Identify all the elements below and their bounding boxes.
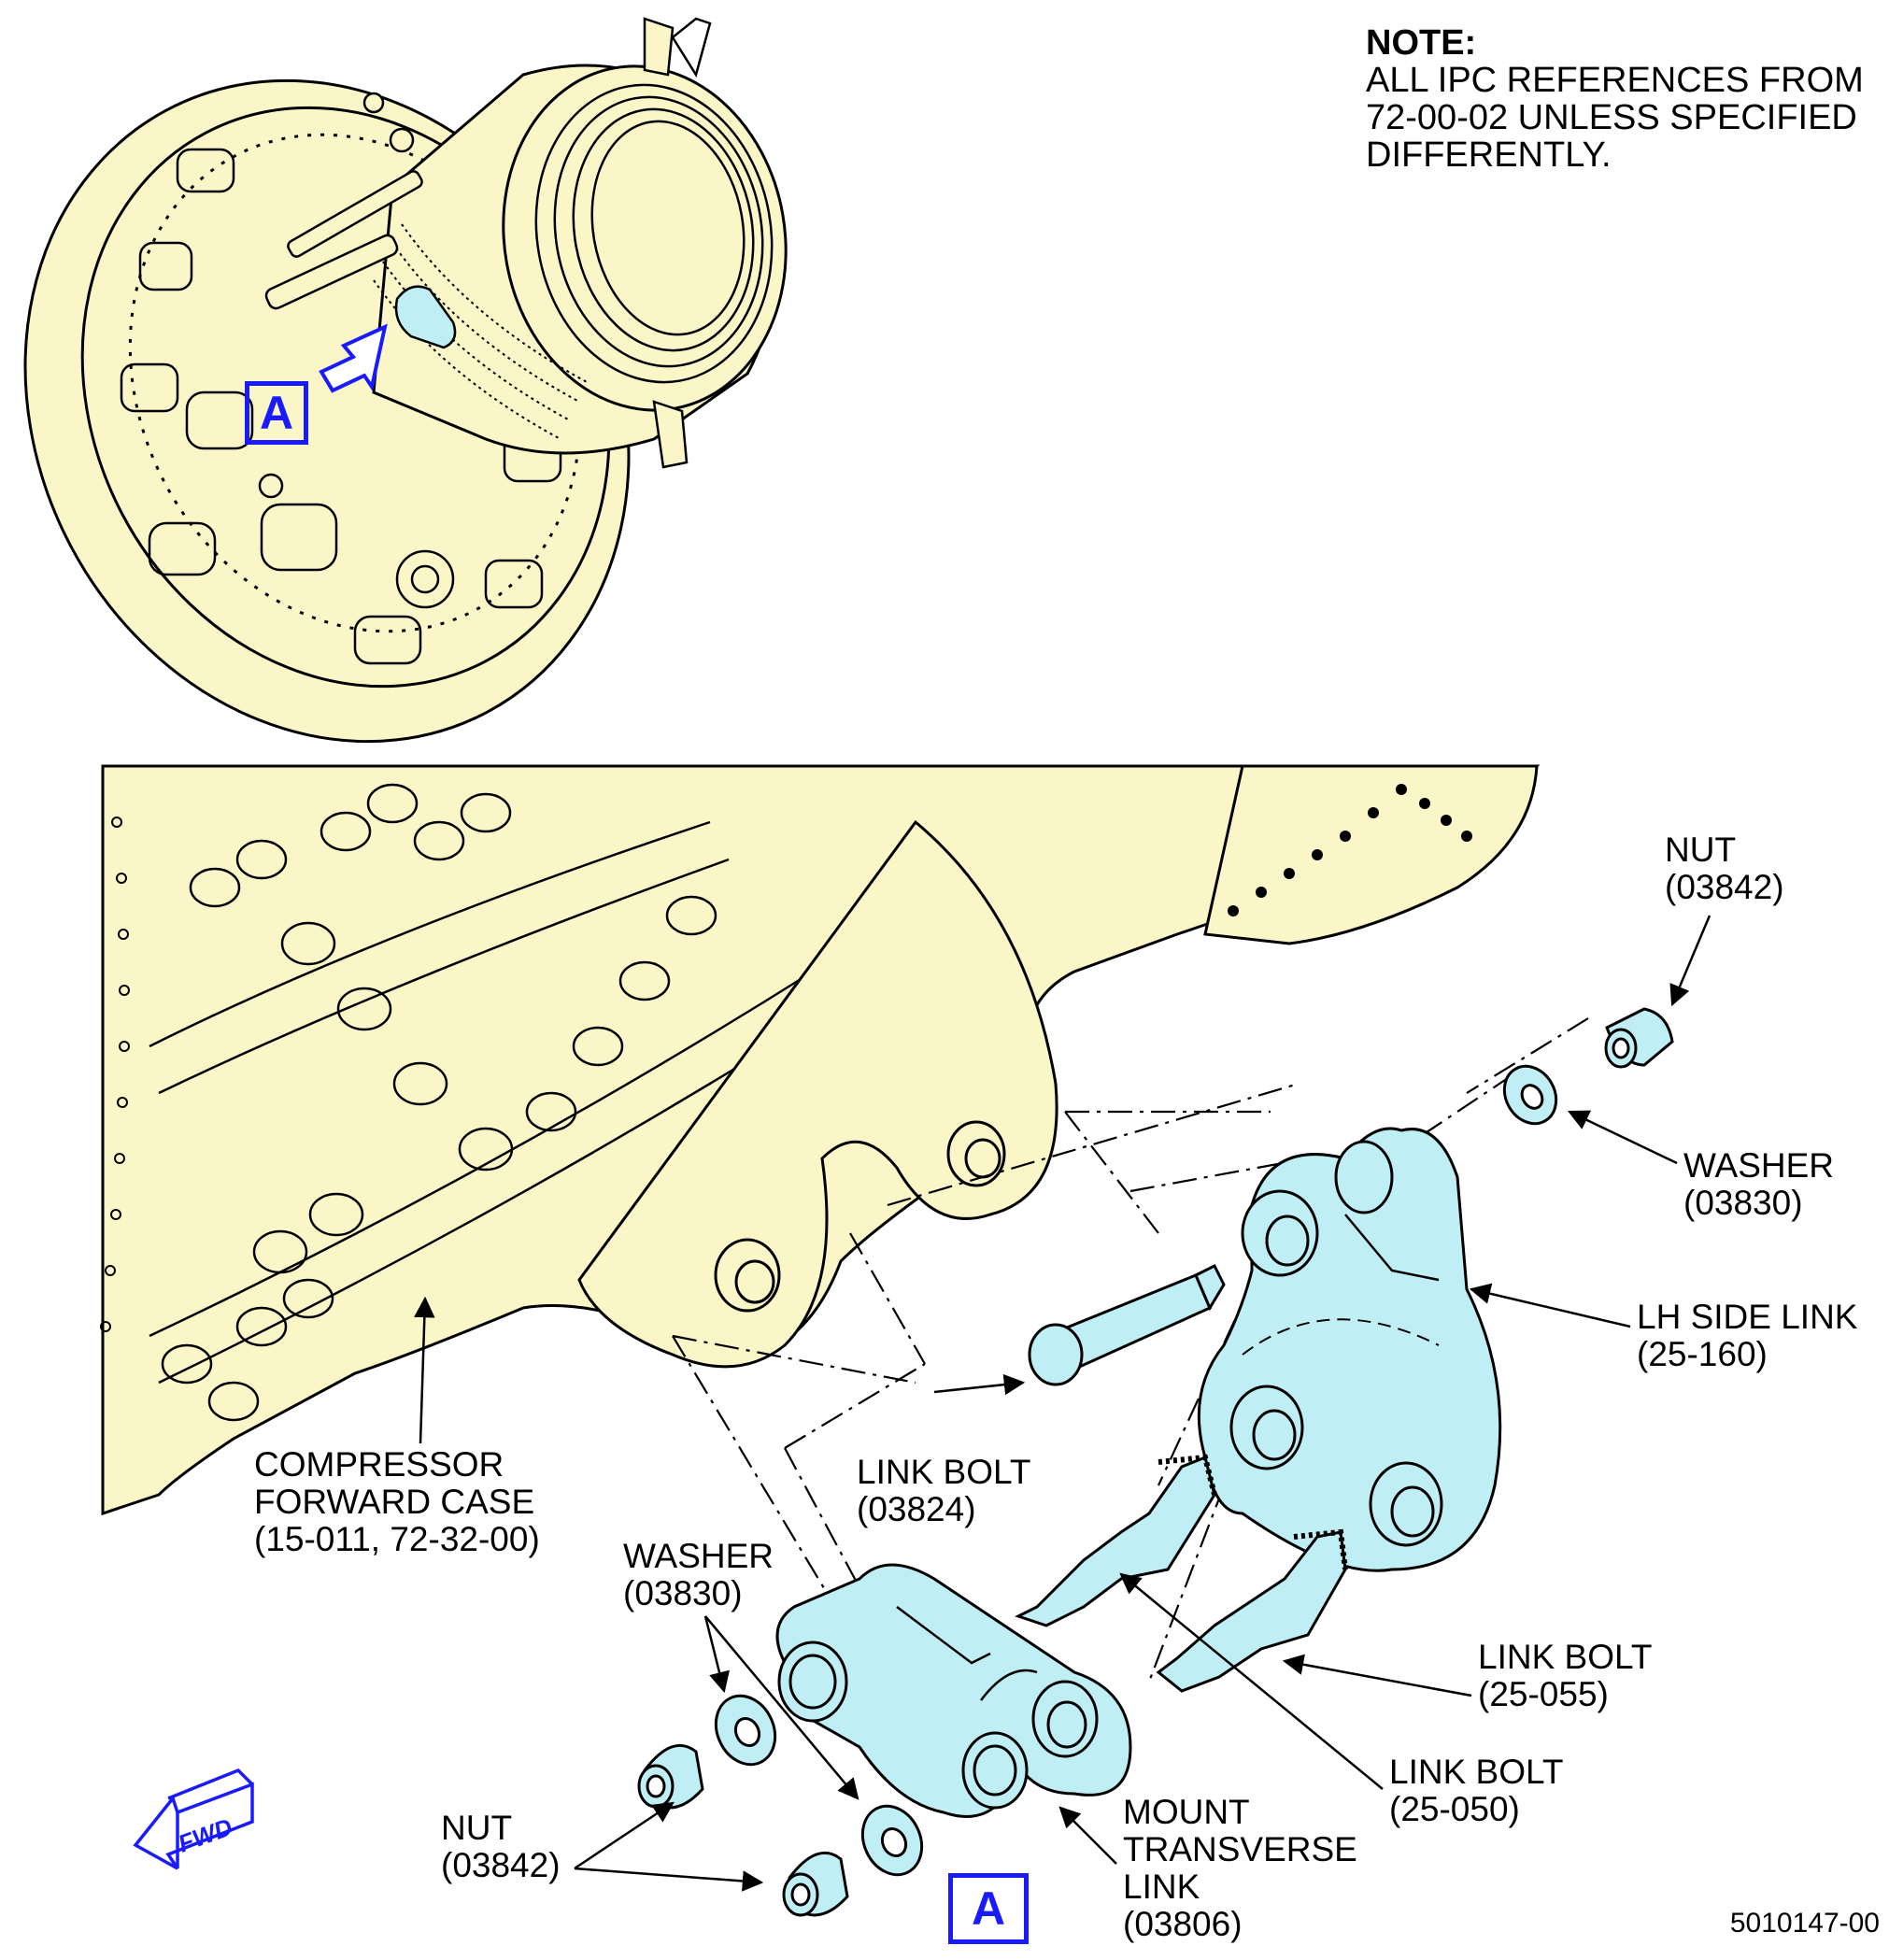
actuator-bosses [161,783,717,1422]
flange-bolt-holes [1228,784,1472,916]
washer-left-upper [714,1694,777,1767]
nut-left-upper [637,1743,704,1810]
link-bolt-25-050 [1015,1454,1217,1627]
callout-link-bolt-25-050: LINK BOLT (25-050) [1389,1753,1564,1828]
callout-compressor-case: COMPRESSOR FORWARD CASE (15-011, 72-32-0… [254,1445,540,1558]
leader-lines [414,915,1711,1892]
fwd-arrow-icon [133,1768,254,1870]
case-mount-clevis [577,819,1058,1369]
mount-transverse-link [775,1563,1132,1818]
actuation-rings [149,820,832,1385]
callout-nut-bottom: NUT (03842) [441,1809,561,1884]
lh-side-link [1197,1127,1502,1572]
note-text: ALL IPC REFERENCES FROM 72-00-02 UNLESS … [1366,61,1864,175]
callout-washer-left: WASHER (03830) [623,1537,774,1612]
washer-right [1502,1064,1558,1126]
rear-flange [1203,764,1539,945]
callout-mount-transverse-link: MOUNT TRANSVERSE LINK (03806) [1123,1793,1357,1943]
note-title: NOTE: [1366,23,1477,63]
view-a-label-detail: A [948,1873,1029,1944]
nut-left-lower [782,1851,849,1917]
callout-washer-right: WASHER (03830) [1683,1146,1835,1222]
view-a-label-overview: A [245,381,308,445]
link-bolt-03824 [1028,1263,1226,1386]
callout-nut-top: NUT (03842) [1665,831,1784,906]
actuator-linkage [264,17,675,310]
callout-link-bolt-03824: LINK BOLT (03824) [857,1453,1031,1528]
note-block: NOTE: ALL IPC REFERENCES FROM 72-00-02 U… [1366,24,1870,174]
washer-left-lower [860,1804,924,1877]
engine-overview [23,17,788,744]
clevis-holes [714,1120,1006,1313]
callout-link-bolt-25-055: LINK BOLT (25-055) [1478,1638,1653,1713]
link-bolt-25-055 [1156,1528,1348,1693]
view-a-arrow-icon [319,323,388,393]
figure-number: 5010147-00 [1729,1908,1880,1939]
detail-view [100,764,1541,1516]
compressor-inlet-rings [534,83,774,384]
callout-lh-side-link: LH SIDE LINK (25-160) [1637,1298,1858,1373]
front-flange-holes [100,817,130,1332]
overview-mount-link-highlight [394,285,457,349]
mount-lugs [652,17,712,469]
nut-right [1604,1007,1674,1069]
